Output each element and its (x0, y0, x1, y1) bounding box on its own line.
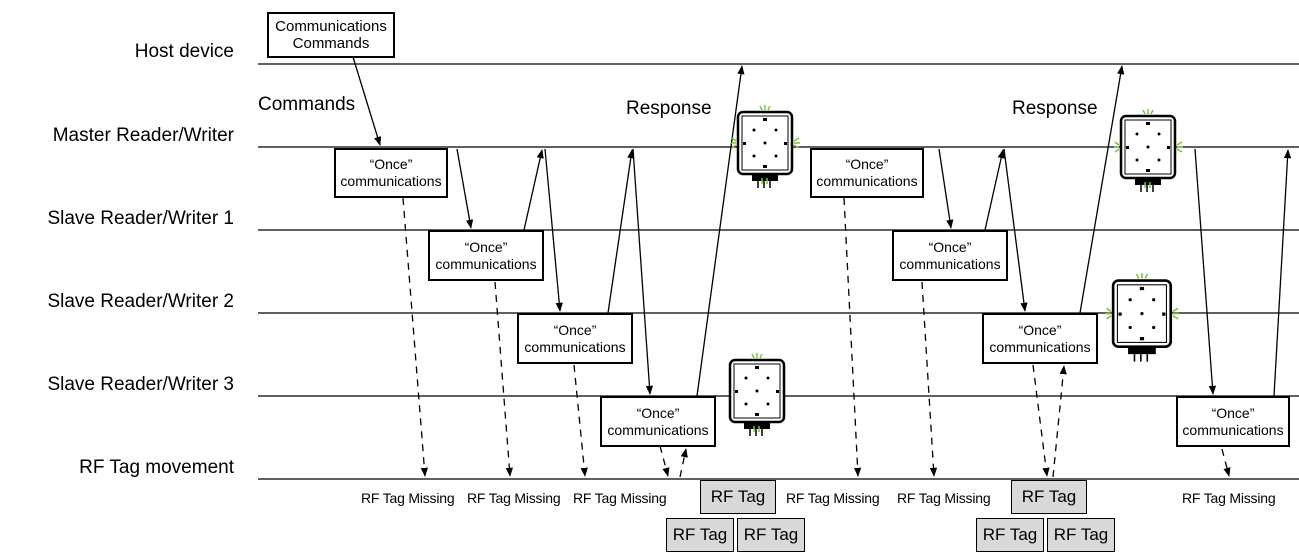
lane-label-tag-movement: RF Tag movement (79, 457, 234, 478)
arrow (1273, 149, 1292, 397)
host-box-line2: Commands (292, 35, 370, 52)
rf-tag-box: RF Tag (1047, 518, 1115, 552)
dashed-arrow (494, 281, 513, 477)
dashed-arrow (1221, 448, 1231, 477)
once-box-line1: “Once” (464, 238, 508, 255)
dashed-arrow (573, 364, 588, 477)
once-box-line2: communications (340, 173, 442, 189)
once-box: “Once” communications (600, 396, 716, 447)
reader-writer-device-icon (1105, 273, 1180, 362)
once-box: “Once” communications (428, 230, 544, 281)
arrow (607, 149, 635, 314)
rf-tag-missing-label: RF Tag Missing (573, 490, 667, 506)
reader-writer-device-icon (1114, 109, 1183, 192)
reader-writer-device-icon (731, 105, 800, 188)
dashed-arrows (402, 197, 1231, 478)
rf-tag-box: RF Tag (1011, 480, 1087, 514)
arrow (696, 65, 745, 397)
once-box-line1: “Once” (845, 156, 889, 172)
host-commands-box: Communications Commands (267, 12, 395, 58)
rf-tag-missing-label: RF Tag Missing (897, 490, 991, 506)
once-box-line2: communications (899, 255, 1001, 272)
arrow (1079, 65, 1125, 314)
dashed-arrow (679, 448, 688, 478)
rf-tag-missing-label: RF Tag Missing (467, 490, 561, 506)
lane-label-slave1: Slave Reader/Writer 1 (47, 208, 234, 229)
dashed-arrow (659, 445, 670, 477)
commands-caption: Commands (258, 94, 356, 115)
once-box: “Once” communications (1176, 396, 1290, 447)
host-box-line1: Communications (275, 18, 387, 35)
once-box: “Once” communications (334, 148, 448, 198)
once-box-line1: “Once” (928, 238, 972, 255)
dashed-arrow (402, 197, 428, 477)
arrow (1194, 148, 1217, 395)
once-box: “Once” communications (982, 313, 1098, 364)
lane-label-slave2: Slave Reader/Writer 2 (47, 291, 234, 312)
arrow (544, 148, 563, 312)
rf-tag-missing-label: RF Tag Missing (1182, 490, 1276, 506)
dashed-arrow (1032, 364, 1050, 477)
once-box-line1: “Once” (1018, 321, 1062, 338)
lane-label-master: Master Reader/Writer (52, 125, 234, 146)
arrow (456, 148, 474, 229)
reader-writer-device-icon (728, 353, 786, 436)
response-caption: Response (626, 98, 712, 119)
once-box: “Once” communications (810, 148, 924, 198)
rf-tag-box: RF Tag (976, 518, 1044, 552)
lane-label-host: Host device (134, 41, 234, 62)
once-box-line2: communications (607, 421, 709, 438)
once-box-line1: “Once” (1211, 404, 1255, 421)
response-caption: Response (1012, 98, 1098, 119)
arrow (1003, 148, 1028, 312)
arrow (523, 149, 544, 231)
once-box-line2: communications (524, 338, 626, 355)
lane-label-slave3: Slave Reader/Writer 3 (47, 374, 234, 395)
once-box-line2: communications (989, 338, 1091, 355)
once-box-line2: communications (435, 255, 537, 272)
once-box-line1: “Once” (636, 404, 680, 421)
dashed-arrow (921, 281, 938, 477)
arrow (984, 149, 1005, 231)
solid-arrows (352, 56, 1292, 397)
once-box: “Once” communications (892, 230, 1008, 281)
rf-tag-box: RF Tag (666, 518, 734, 552)
arrow (938, 148, 954, 229)
once-box-line2: communications (1182, 421, 1284, 438)
once-box-line2: communications (816, 173, 918, 189)
once-box: “Once” communications (517, 313, 633, 364)
dashed-arrow (1052, 365, 1067, 478)
rf-tag-missing-label: RF Tag Missing (786, 490, 880, 506)
rf-tag-box: RF Tag (737, 518, 805, 552)
once-box-line1: “Once” (553, 321, 597, 338)
arrow (632, 148, 654, 395)
dashed-arrow (843, 197, 862, 477)
rf-tag-missing-label: RF Tag Missing (361, 490, 455, 506)
rf-tag-box: RF Tag (700, 480, 776, 514)
once-box-line1: “Once” (369, 156, 413, 172)
command-arrow (352, 56, 382, 146)
